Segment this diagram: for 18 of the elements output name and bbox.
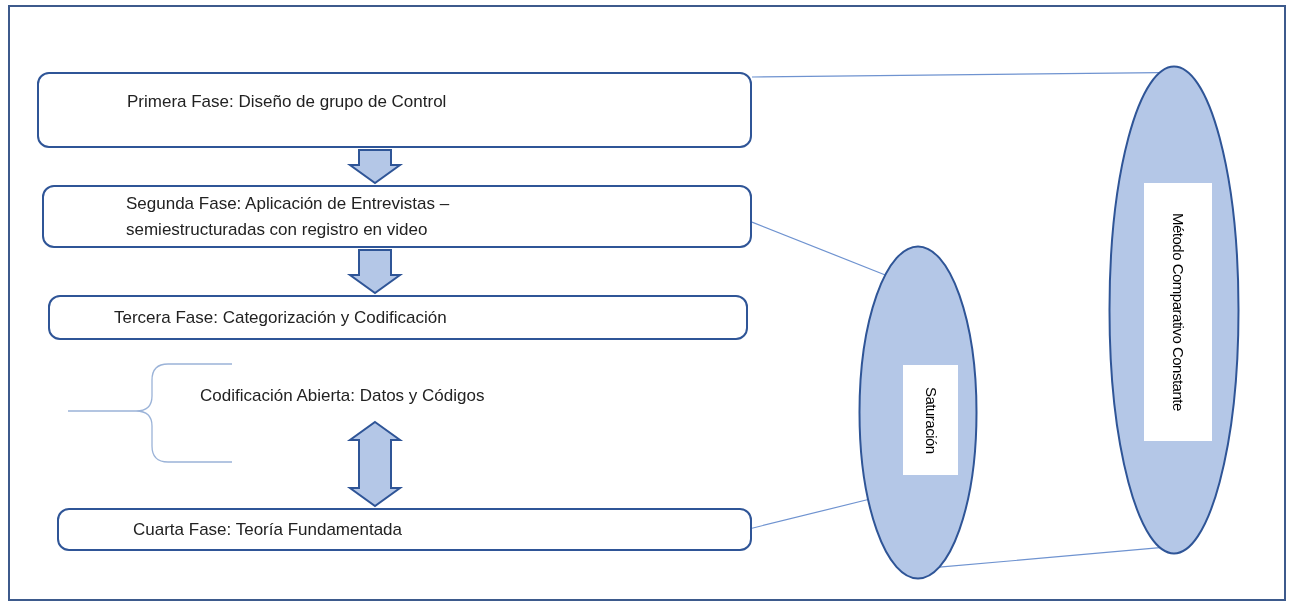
- phase-label: Cuarta Fase: Teoría Fundamentada: [133, 518, 403, 541]
- phase-box: [42, 185, 752, 248]
- phase-label: Segunda Fase: Aplicación de Entrevistas – semiestructuradas con registro en video: [126, 192, 451, 241]
- connector-line: [751, 72, 1161, 78]
- block-arrow: [346, 420, 404, 508]
- vertical-label: Saturación: [903, 365, 958, 475]
- phase-label: Tercera Fase: Categorización y Codificación: [114, 306, 448, 329]
- phase-box: [48, 295, 748, 340]
- phase-note: Codificación Abierta: Datos y Códigos: [200, 385, 485, 408]
- block-arrow: [346, 249, 404, 295]
- block-arrow: [346, 149, 404, 185]
- vertical-label: Método Comparativo Constante: [1144, 183, 1212, 441]
- phase-box: [57, 508, 752, 551]
- connector-line: [751, 498, 869, 529]
- phase-label: Primera Fase: Diseño de grupo de Control: [127, 91, 448, 113]
- phase-box: [37, 72, 752, 148]
- connector-line: [938, 547, 1161, 568]
- connector-line: [751, 221, 886, 276]
